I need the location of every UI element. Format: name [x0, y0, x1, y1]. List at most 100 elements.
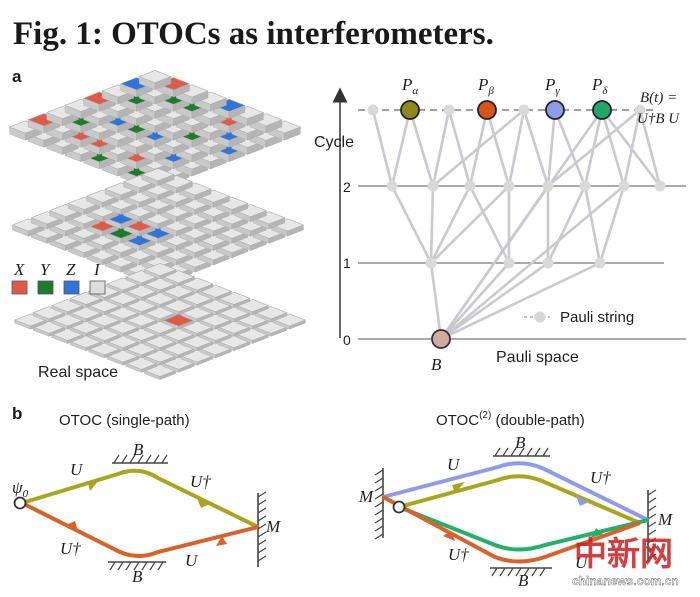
- lattice-tile-edge: [213, 239, 230, 251]
- pauli-graph-edge: [429, 185, 435, 264]
- lattice-tile-edge: [194, 231, 212, 244]
- pauli-graph-edge: [546, 185, 587, 264]
- double-olive-arrow-left: [452, 482, 465, 493]
- lattice-tile-edge: [120, 188, 138, 201]
- lattice-tile-edge: [284, 126, 301, 141]
- p-delta-node: [592, 100, 612, 120]
- real-space-lattice: [8, 70, 307, 380]
- b-root-node: [431, 329, 451, 349]
- lattice-tile-edge: [228, 105, 246, 119]
- legend-i-label: I: [93, 260, 101, 279]
- double-olive-path: [398, 474, 641, 525]
- double-orange-arrow-left: [443, 531, 455, 541]
- double-b-bottom-hatch: [491, 567, 546, 577]
- lattice-tile-edge: [215, 305, 232, 316]
- cycle-tick-1: 1: [343, 255, 351, 271]
- lattice-tile-edge: [159, 312, 177, 323]
- single-b-bottom-label: B: [132, 567, 143, 586]
- double-path-title: OTOC(2) (double-path): [436, 410, 585, 429]
- lattice-tile-edge: [196, 298, 214, 308]
- double-green-arrow-right: [591, 528, 603, 538]
- lattice-tile-edge: [85, 298, 103, 308]
- lattice-tile-edge: [213, 224, 230, 237]
- legend-y-label: Y: [40, 260, 51, 279]
- lattice-tile-edge: [102, 239, 119, 251]
- lattice-tile-edge: [85, 312, 103, 323]
- pauli-graph-edge: [429, 185, 472, 264]
- pauli-string-node: [464, 180, 476, 192]
- lattice-tile-edge: [157, 174, 175, 187]
- b-root-label: B: [431, 355, 442, 374]
- lattice-tile-edge: [178, 276, 195, 287]
- pauli-graph-edge: [522, 109, 550, 187]
- lattice-tile-edge: [102, 224, 119, 237]
- pauli-space-label: Pauli space: [496, 349, 579, 366]
- lattice-tile-edge: [30, 319, 47, 330]
- lattice-tile-edge: [268, 231, 286, 244]
- pauli-graph-edge: [485, 109, 511, 187]
- lattice-tile-edge: [159, 298, 177, 308]
- pauli-string-label: Pauli string: [560, 309, 634, 326]
- pauli-string-node: [367, 104, 379, 116]
- pauli-space-graph: Cycle 0 1 2 Pα Pβ Pγ Pδ B(t) = U†B U B P…: [314, 75, 686, 374]
- pauli-string-node: [542, 180, 554, 192]
- lattice-tile-edge: [48, 326, 66, 337]
- lattice-tile-edge: [122, 355, 140, 366]
- legend-z-label: Z: [66, 260, 76, 279]
- lattice-tile-edge: [173, 83, 190, 98]
- p-beta-label: Pβ: [477, 75, 494, 97]
- lattice-tile-edge: [196, 326, 214, 337]
- pauli-graph-edge: [507, 109, 526, 187]
- cycle-tick-0: 0: [343, 332, 351, 348]
- lattice-tile-edge: [141, 334, 158, 344]
- pauli-graph-edge: [468, 185, 511, 264]
- lattice-tile-edge: [46, 217, 64, 230]
- lattice-tile-edge: [122, 312, 140, 323]
- single-lower-arrow-right: [216, 536, 227, 546]
- lattice-tile-edge: [252, 334, 269, 344]
- double-m-right-label: M: [657, 510, 673, 529]
- lattice-tile-edge: [176, 195, 193, 208]
- lattice-tile-edge: [85, 326, 103, 337]
- p-delta-label: Pδ: [591, 75, 608, 97]
- lattice-tile-edge: [139, 210, 156, 223]
- lattice-tile-edge: [157, 246, 175, 259]
- lattice-tile-edge: [176, 210, 193, 223]
- lattice-tile-edge: [141, 319, 158, 330]
- pauli-string-node: [503, 180, 515, 192]
- lattice-tile-edge: [287, 224, 304, 237]
- lattice-tile-edge: [122, 326, 140, 337]
- pauli-graph-edge: [547, 108, 641, 188]
- lattice-tile-edge: [233, 326, 251, 337]
- lattice-tile-edge: [65, 210, 82, 223]
- pauli-graph-edge: [598, 185, 626, 264]
- double-b-bottom-label: B: [518, 571, 529, 590]
- lattice-tile-edge: [157, 217, 175, 230]
- double-orange-path: [382, 495, 641, 564]
- lattice-tile-edge: [159, 269, 177, 280]
- lattice-tile-edge: [157, 188, 175, 201]
- lattice-tile-edge: [102, 253, 119, 266]
- single-udag-bottom-label: U†: [60, 539, 81, 558]
- lattice-tile-edge: [122, 283, 140, 294]
- pauli-graph-edge: [439, 109, 604, 340]
- pauli-graph-edges: [371, 108, 662, 341]
- watermark-caption: chinanews.com.cn: [572, 574, 679, 588]
- lattice-tile-edge: [65, 239, 82, 251]
- lattice-tile-edge: [139, 239, 156, 251]
- double-b-top-label: B: [515, 433, 526, 452]
- pauli-graph-edge: [638, 109, 662, 187]
- lattice-tile-edge: [215, 348, 232, 359]
- single-upper-path: [21, 468, 259, 529]
- lattice-tile-edge: [210, 97, 227, 112]
- bt-equation-line2: U†B U: [637, 111, 680, 127]
- legend-x-swatch: [11, 280, 28, 295]
- pauli-legend: X Y Z I: [11, 260, 106, 295]
- lattice-tile-edge: [120, 231, 138, 244]
- p-gamma-node: [545, 100, 565, 120]
- lattice-tile-edge: [159, 341, 177, 352]
- lattice-tile-edge: [250, 210, 267, 223]
- pauli-string-node: [443, 104, 455, 116]
- lattice-tile-edge: [231, 231, 249, 244]
